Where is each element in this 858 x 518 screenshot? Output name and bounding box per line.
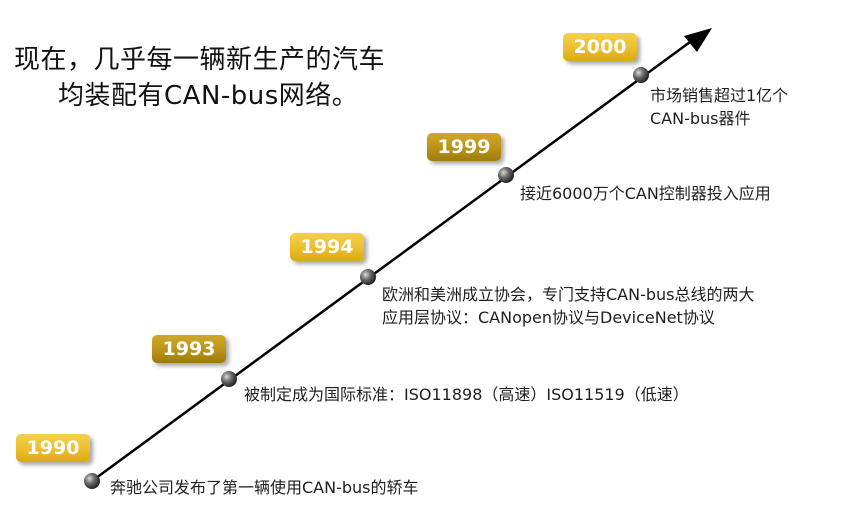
headline-line-2: 均装配有CAN-bus网络。 bbox=[58, 81, 359, 111]
timeline-node-1993 bbox=[221, 371, 237, 387]
event-text-1999: 接近6000万个CAN控制器投入应用 bbox=[520, 184, 771, 203]
year-badge-1999: 1999 bbox=[427, 133, 501, 161]
event-text-1993: 被制定成为国际标准：ISO11898（高速）ISO11519（低速） bbox=[244, 385, 689, 404]
year-badge-1994: 1994 bbox=[290, 233, 364, 261]
event-text-2000-line-1: 市场销售超过1亿个 bbox=[650, 86, 789, 105]
event-text-1994-line-2: 应用层协议：CANopen协议与DeviceNet协议 bbox=[382, 308, 715, 327]
timeline-node-1990 bbox=[84, 473, 100, 489]
year-badge-2000: 2000 bbox=[563, 33, 637, 61]
event-text-2000-line-2: CAN-bus器件 bbox=[650, 109, 751, 128]
event-text-1990: 奔驰公司发布了第一辆使用CAN-bus的轿车 bbox=[110, 478, 419, 497]
year-badge-1990: 1990 bbox=[16, 434, 90, 462]
timeline-arrowhead bbox=[684, 28, 712, 52]
year-badge-1993: 1993 bbox=[152, 335, 226, 363]
headline-line-1: 现在，几乎每一辆新生产的汽车 bbox=[14, 45, 386, 75]
timeline-node-1994 bbox=[360, 269, 376, 285]
timeline-node-2000 bbox=[633, 67, 649, 83]
timeline-node-1999 bbox=[498, 167, 514, 183]
timeline-axis bbox=[91, 40, 691, 483]
event-text-1994-line-1: 欧洲和美洲成立协会，专门支持CAN-bus总线的两大 bbox=[382, 285, 755, 304]
